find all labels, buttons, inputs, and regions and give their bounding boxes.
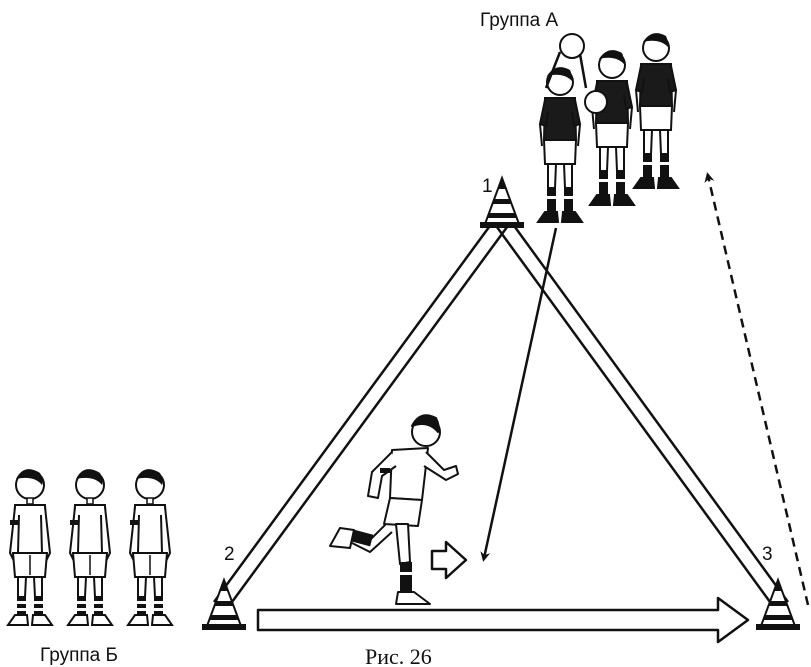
run-arrow-bottom [256,596,750,644]
cone-2-label: 2 [224,544,235,565]
player-b1 [7,468,53,626]
player-b3 [127,468,173,626]
player-a1 [537,66,583,223]
figure-caption: Рис. 26 [365,644,432,667]
group-b-players [7,468,173,626]
running-player [329,414,459,605]
cone-2 [201,579,247,631]
return-dashed-arrow [704,172,810,606]
cone-1-label: 1 [482,176,493,197]
player-b2 [67,468,113,626]
ball-icon [584,90,608,114]
group-a-label: Группа А [480,10,558,31]
cone-3 [755,579,801,631]
cone-3-label: 3 [762,544,773,565]
ball-icon [559,33,585,59]
small-direction-arrow [430,540,468,580]
triangle-path [212,222,790,603]
player-a3 [633,32,679,189]
group-b-label: Группа Б [40,645,118,666]
pass-arrow [480,227,558,562]
group-a-players [537,32,679,223]
player-a2 [589,49,635,206]
